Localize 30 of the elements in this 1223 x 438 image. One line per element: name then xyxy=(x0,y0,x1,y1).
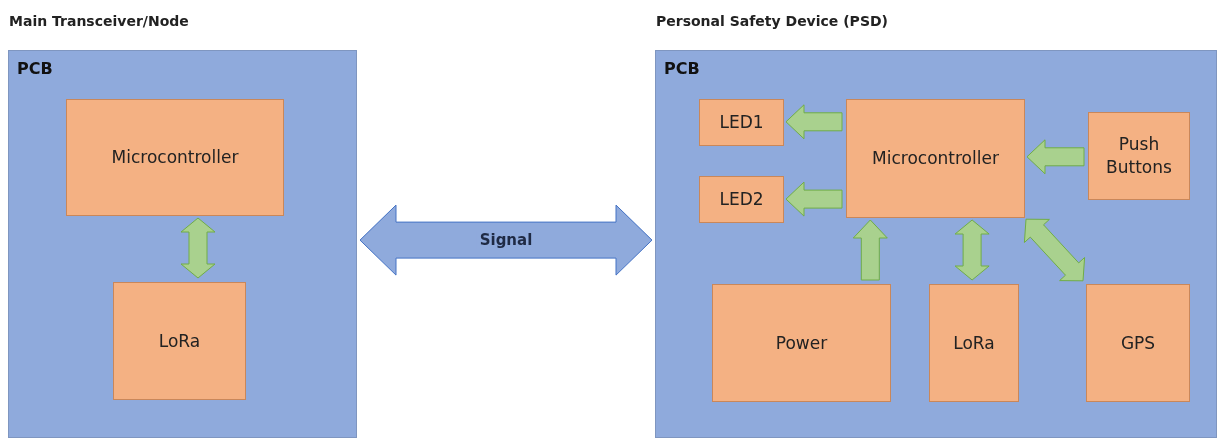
component-box xyxy=(66,99,284,216)
component-label: Power xyxy=(774,331,829,355)
signal-arrow xyxy=(359,204,653,276)
component-label: GPS xyxy=(1119,331,1157,355)
component-box xyxy=(699,99,784,146)
arrow xyxy=(852,219,888,281)
arrow xyxy=(1026,139,1085,175)
component-label: Microcontroller xyxy=(110,146,240,169)
arrow xyxy=(785,104,843,140)
panel-heading: Main Transceiver/Node xyxy=(9,13,189,29)
arrow xyxy=(785,181,843,217)
component-box xyxy=(929,284,1019,402)
panel-label: PCB xyxy=(664,59,700,78)
component-box xyxy=(846,99,1025,218)
panel-label: PCB xyxy=(17,59,53,78)
component-box xyxy=(712,284,891,402)
component-box xyxy=(699,176,784,223)
arrow xyxy=(180,217,216,279)
component-label: Push Buttons xyxy=(1105,133,1173,179)
arrow xyxy=(1023,218,1086,282)
component-box xyxy=(113,282,246,400)
component-label: LED2 xyxy=(718,188,765,211)
arrow xyxy=(954,219,990,281)
component-box xyxy=(1088,112,1190,200)
component-label: LED1 xyxy=(718,111,765,134)
component-label: LoRa xyxy=(157,329,202,353)
component-label: Microcontroller xyxy=(871,147,1000,170)
component-label: LoRa xyxy=(952,331,996,355)
panel-heading: Personal Safety Device (PSD) xyxy=(656,13,888,29)
component-box xyxy=(1086,284,1190,402)
